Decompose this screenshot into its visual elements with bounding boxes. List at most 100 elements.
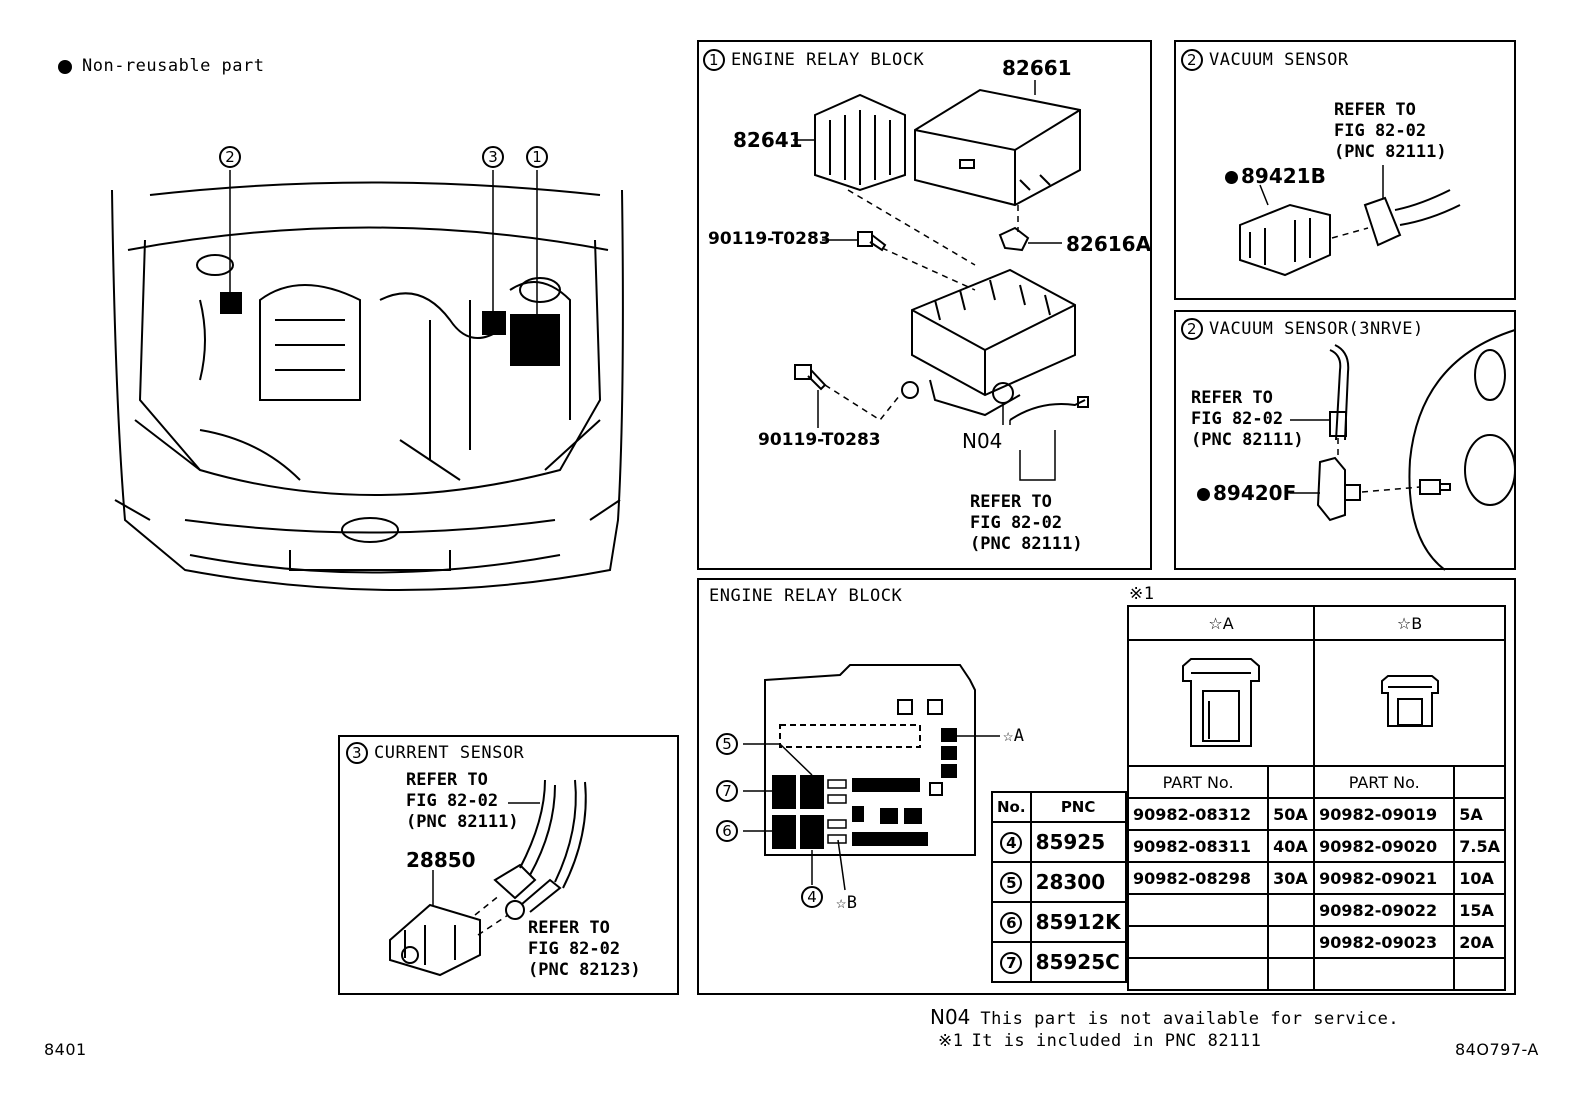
non-reusable-dot-icon [1197, 488, 1210, 501]
panel-engine-relay-block [697, 40, 1152, 570]
pnc-row: 5 28300 [991, 861, 1127, 903]
pnc-row-value: 85925C [1029, 941, 1127, 983]
pnc-header-pnc: PNC [1029, 791, 1127, 823]
part-82616a-label: 82616A [1066, 232, 1152, 256]
panel-vacuum-sensor [1174, 40, 1516, 300]
overview-callout-1: 1 [526, 146, 554, 168]
footer-n04-text: This part is not available for service. [980, 1009, 1400, 1029]
part-89421b-label: 89421B [1225, 164, 1326, 188]
pnc-row-no: 5 [1000, 872, 1023, 895]
overview-callout-3: 3 [482, 146, 510, 168]
fuse-b-amp: 20A [1453, 925, 1506, 959]
part-bolt-upper-label: 90119-T0283 [708, 229, 831, 249]
panel-relay-layout [697, 578, 1516, 995]
panel-engine-relay-title: 1 ENGINE RELAY BLOCK [703, 49, 924, 71]
fuse-b-amp: 5A [1453, 797, 1506, 831]
panel-index-badge: 2 [1181, 318, 1203, 340]
fuse-b-amp: 10A [1453, 861, 1506, 895]
fuse-a-part: 90982-08298 [1126, 861, 1270, 895]
legend-label: Non-reusable part [82, 56, 265, 76]
pnc-row-value: 28300 [1029, 861, 1127, 903]
footer-note-1: ※1 It is included in PNC 82111 [938, 1031, 1261, 1051]
non-reusable-dot-icon [1225, 171, 1238, 184]
fuse-row [1126, 957, 1506, 991]
fuse-a-part: 90982-08312 [1126, 797, 1270, 831]
part-89420f-label: 89420F [1197, 481, 1296, 505]
pnc-row: 7 85925C [991, 941, 1127, 983]
footer-n04-note: N04 This part is not available for servic… [930, 1005, 1399, 1029]
fuse-row: 90982-09023 20A [1126, 925, 1506, 959]
large-fuse-icon [1182, 658, 1261, 747]
fuse-a-amp: 50A [1267, 797, 1316, 831]
marker-engine-relay-block [510, 314, 560, 366]
fuse-a-amp: 30A [1267, 861, 1316, 895]
panel-title-text: ENGINE RELAY BLOCK [731, 50, 925, 70]
fuse-a-part: 90982-08311 [1126, 829, 1270, 863]
fuse-b-part: 90982-09020 [1313, 829, 1456, 863]
fuse-row: 90982-08312 50A 90982-09019 5A [1126, 797, 1506, 831]
fuse-b-partno-header: PART No. [1313, 765, 1456, 799]
fuse-b-part: 90982-09023 [1313, 925, 1456, 959]
fuse-b-amp [1453, 957, 1506, 991]
overview-callout-2: 2 [219, 146, 247, 168]
panel-index-badge: 1 [703, 49, 725, 71]
current-sensor-refer-lower: REFER TO FIG 82-02 (PNC 82123) [528, 918, 641, 980]
callout-6: 6 [716, 820, 744, 842]
star-a-label: ☆A [1003, 726, 1025, 746]
car-front-illustration [111, 181, 624, 591]
vacuum-sensor-3nrve-refer-note: REFER TO FIG 82-02 (PNC 82111) [1191, 388, 1304, 450]
star-b-label: ☆B [836, 893, 858, 913]
pnc-row-no: 4 [1000, 832, 1023, 855]
fuse-table: ☆A ☆B PART No. [1126, 605, 1506, 991]
pnc-row: 6 85912K [991, 901, 1127, 943]
fuse-a-amp [1267, 957, 1316, 991]
callout-4: 4 [801, 886, 829, 908]
page-number-right: 84O797-A [1455, 1040, 1539, 1059]
note-1-mark: ※1 [1129, 584, 1155, 604]
legend: Non-reusable part [58, 56, 265, 76]
pnc-row-no: 6 [1000, 912, 1023, 935]
fuse-a-amp [1267, 925, 1316, 959]
relay-layout-title: ENGINE RELAY BLOCK [709, 586, 903, 606]
marker-vacuum-sensor [220, 292, 242, 314]
fuse-b-amp: 7.5A [1453, 829, 1506, 863]
part-n04-label: N04 [962, 429, 1003, 453]
fuse-b-amp: 15A [1453, 893, 1506, 927]
pnc-row-value: 85925 [1029, 821, 1127, 863]
page-number-left: 8401 [44, 1040, 87, 1059]
fuse-a-part [1126, 893, 1270, 927]
fuse-b-part: 90982-09019 [1313, 797, 1456, 831]
fuse-b-part [1313, 957, 1456, 991]
footer-note-1-text: It is included in PNC 82111 [971, 1031, 1262, 1051]
pnc-row-no: 7 [1000, 952, 1023, 975]
part-28850-label: 28850 [406, 848, 476, 872]
fuse-row: 90982-08298 30A 90982-09021 10A [1126, 861, 1506, 895]
fuse-row: 90982-08311 40A 90982-09020 7.5A [1126, 829, 1506, 863]
fuse-b-illustration [1313, 639, 1506, 767]
fuse-col-b-header: ☆B [1313, 605, 1506, 641]
callout-5: 5 [716, 733, 744, 755]
fuse-a-part [1126, 925, 1270, 959]
current-sensor-refer-upper: REFER TO FIG 82-02 (PNC 82111) [406, 770, 519, 832]
fuse-col-a-header: ☆A [1126, 605, 1316, 641]
pnc-row: 4 85925 [991, 821, 1127, 863]
fuse-a-partno-header: PART No. [1126, 765, 1270, 799]
mini-fuse-icon [1380, 675, 1439, 727]
fuse-a-amp: 40A [1267, 829, 1316, 863]
fuse-row: 90982-09022 15A [1126, 893, 1506, 927]
part-82641-label: 82641 [733, 128, 803, 152]
part-bolt-lower-label: 90119-T0283 [758, 430, 881, 450]
engine-relay-refer-note: REFER TO FIG 82-02 (PNC 82111) [970, 492, 1083, 554]
callout-7: 7 [716, 780, 744, 802]
part-82661-label: 82661 [1002, 56, 1072, 80]
fuse-b-part: 90982-09022 [1313, 893, 1456, 927]
fuse-a-part [1126, 957, 1270, 991]
vacuum-sensor-refer-note: REFER TO FIG 82-02 (PNC 82111) [1334, 100, 1447, 162]
footer-note-1-mark: ※1 [938, 1031, 964, 1051]
panel-index-badge: 3 [346, 742, 368, 764]
footer-n04-code: N04 [930, 1005, 971, 1029]
pnc-header-no: No. [991, 791, 1032, 823]
